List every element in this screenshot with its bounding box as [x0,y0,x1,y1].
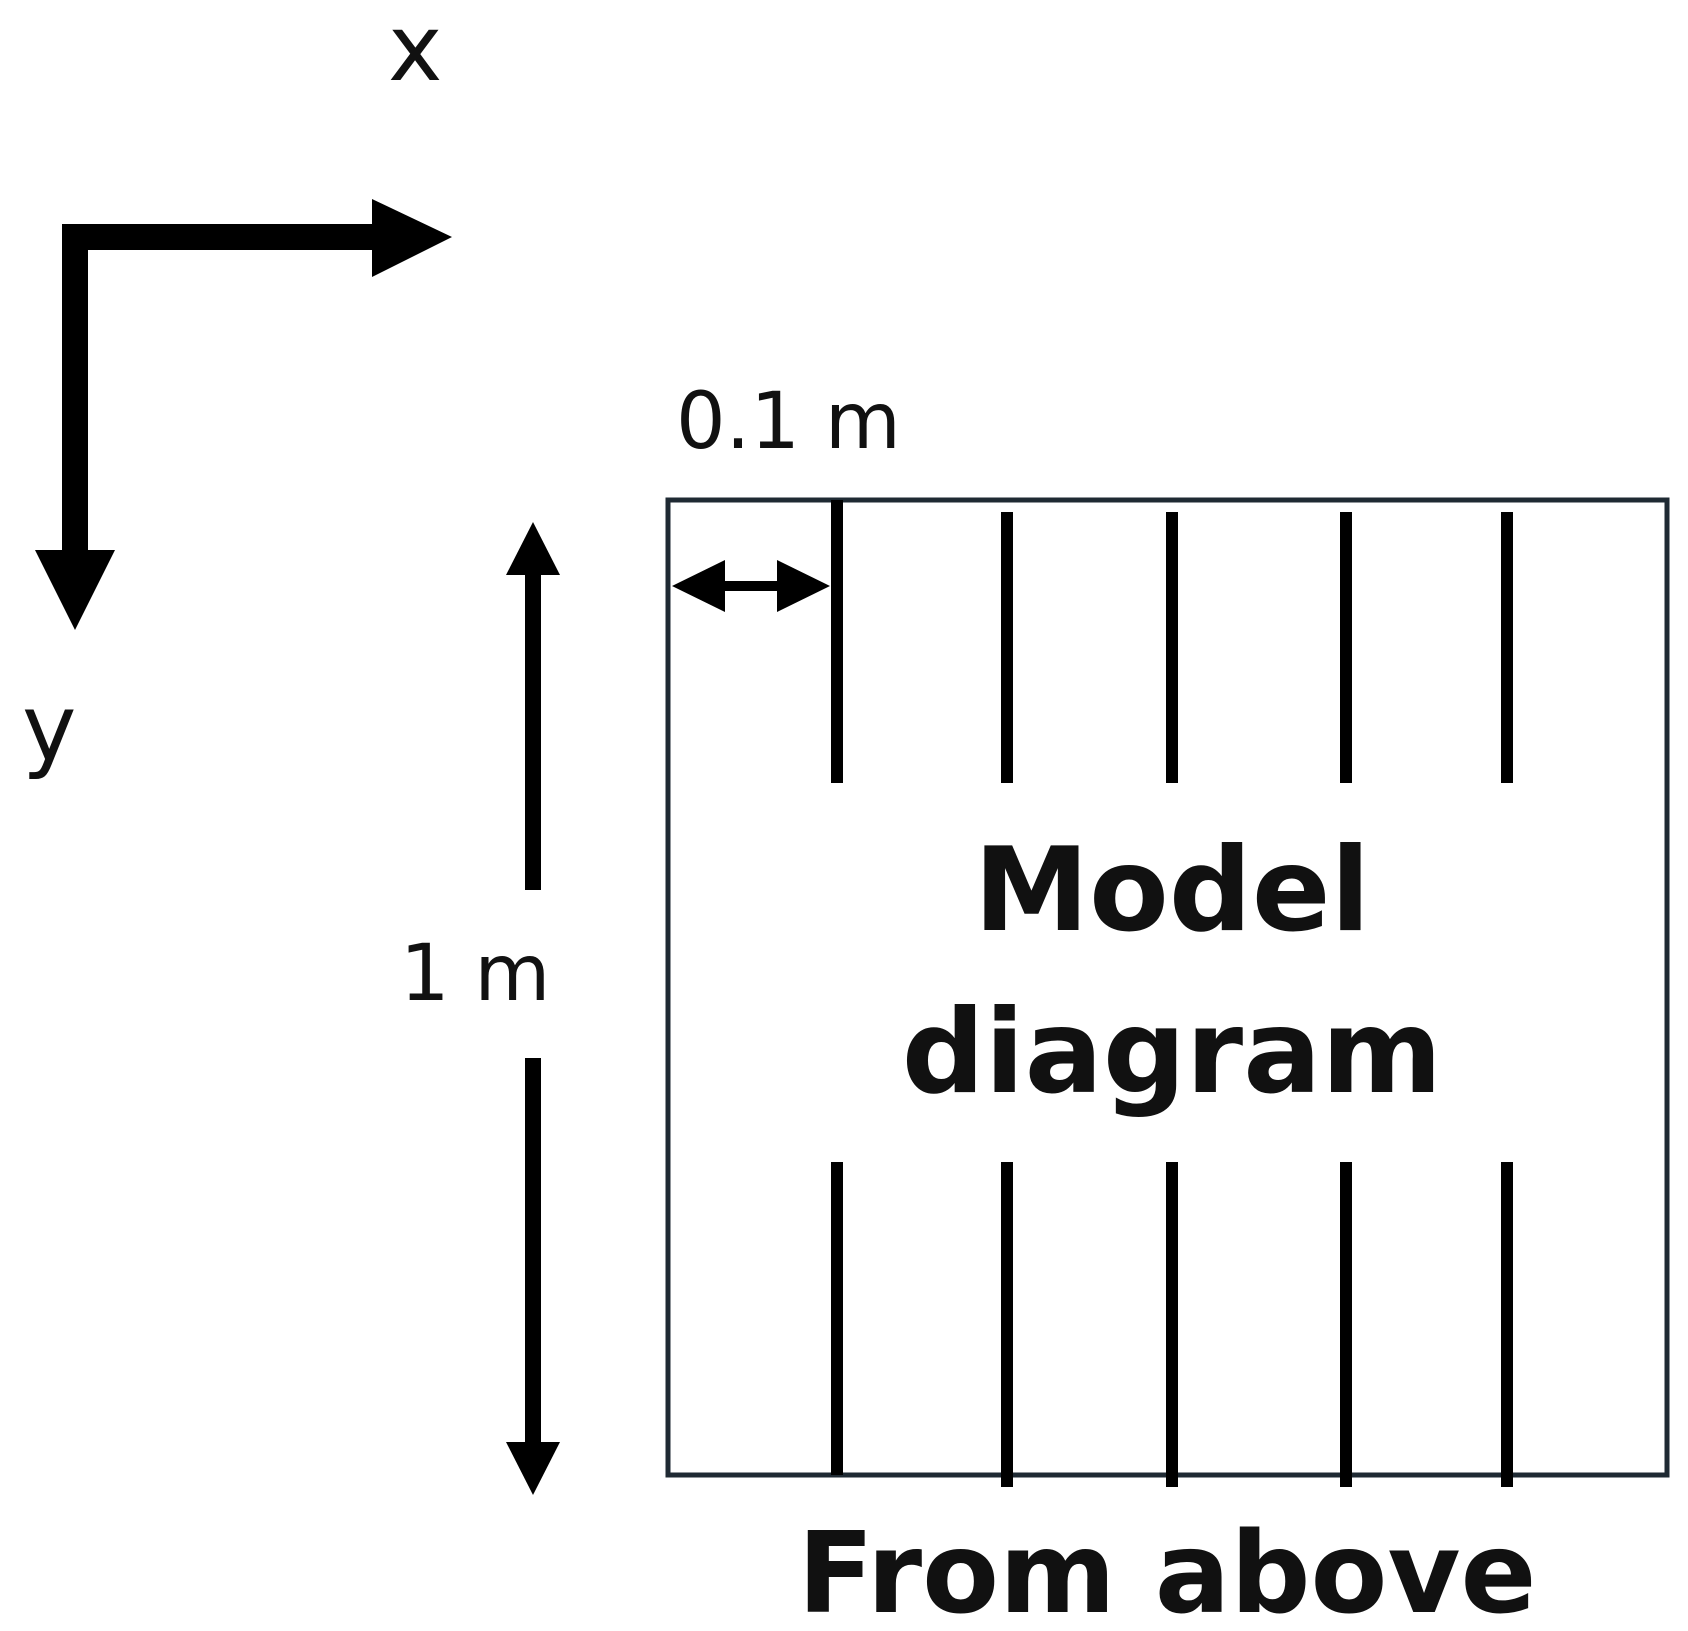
length-arrowhead-top [506,522,560,575]
model-title-line1: Model [974,823,1371,958]
axes-indicator: x y [22,0,452,782]
length-arrowhead-bottom [506,1442,560,1495]
spacing-dimension: 0.1 m [672,377,901,612]
x-axis-arrowhead [372,199,452,277]
view-caption: From above [798,1509,1537,1631]
spacing-arrowhead-left [672,560,725,612]
lower-strips [831,1162,1513,1487]
spacing-arrowhead-right [777,560,830,612]
upper-strips [831,500,1513,783]
y-axis-label: y [22,675,76,782]
model-title-line2: diagram [902,985,1442,1120]
y-axis-arrowhead [35,550,115,630]
x-axis-label: x [388,0,442,102]
spacing-label: 0.1 m [676,377,901,467]
length-label: 1 m [400,929,550,1019]
length-dimension: 1 m [400,522,560,1495]
